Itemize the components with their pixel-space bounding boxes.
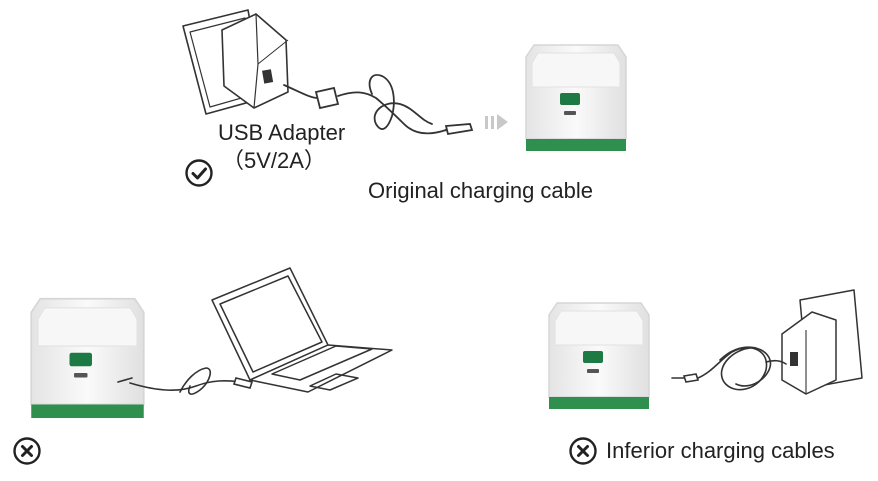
usb-adapter xyxy=(221,13,289,109)
inferior-charging-cable xyxy=(671,346,787,391)
check-circle-icon xyxy=(185,159,213,187)
laptop-usb-cable xyxy=(117,367,254,395)
original-cable-label: Original charging cable xyxy=(368,178,594,203)
device-top xyxy=(525,44,627,152)
adapter-spec-label: （5V/2A） xyxy=(222,148,326,173)
device-bottom-left xyxy=(30,297,145,419)
original-charging-cable xyxy=(283,74,474,136)
device-bottom-right xyxy=(548,302,650,410)
direction-arrow-icon xyxy=(485,114,508,130)
laptop xyxy=(211,267,393,393)
adapter-label: USB Adapter xyxy=(218,120,346,145)
usb-adapter-right xyxy=(781,311,837,395)
inferior-cable-label: Inferior charging cables xyxy=(606,438,835,463)
x-circle-icon xyxy=(13,437,41,465)
x-circle-icon xyxy=(569,437,597,465)
